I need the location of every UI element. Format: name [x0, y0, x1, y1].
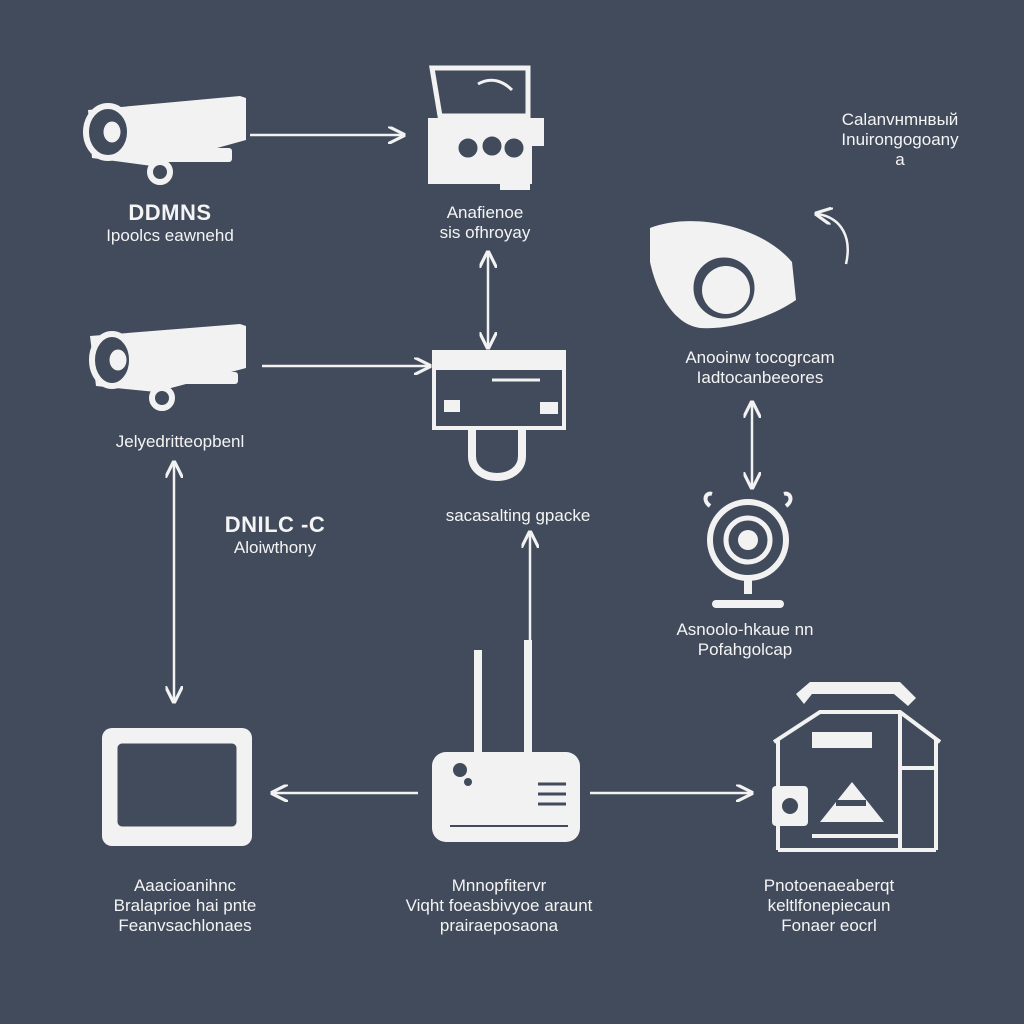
- label-top-hub: Anafienoe sis ofhroyay: [439, 203, 531, 243]
- label-dvr-camera: DDMNS Ipoolcs eawnehd: [70, 200, 270, 246]
- label-center-switch: sacasalting gpacke: [445, 506, 591, 525]
- dvr-title: DDMNS: [128, 200, 212, 225]
- network-switch-icon: [432, 350, 566, 481]
- label-house: Pnotoenaeaberqt keltlfonepiecaun Fonaer …: [763, 876, 895, 936]
- house-icon: [772, 682, 942, 852]
- label-dome-camera: Anooinw tocogrcam Iadtocanbeeores: [685, 348, 835, 388]
- note-top-right: Calanvнmнвый Inuirongogoany a: [841, 110, 959, 170]
- label-mid-camera: Jelyedritteopbenl: [115, 432, 245, 451]
- dome-camera-icon: [650, 221, 796, 329]
- label-monitor: Aaacioanihnc Bralaprioe hai pnte Feanvsa…: [113, 876, 257, 936]
- security-camera-icon: [83, 96, 246, 185]
- dnlc-title: DNILC -C: [224, 512, 326, 537]
- webcam-icon: [703, 491, 793, 608]
- curved-arrow-icon: [818, 214, 849, 265]
- label-webcam: Asnoolo-hkaue nn Pofahgolcap: [676, 620, 814, 660]
- security-camera-icon: [89, 324, 246, 411]
- label-router: Mnnopfitervr Viqht foeasbivyoe araunt pr…: [405, 876, 593, 936]
- monitor-icon: [102, 728, 252, 846]
- hub-device-icon: [428, 65, 544, 190]
- label-dnlc: DNILC -C Aloiwthony: [200, 512, 350, 558]
- connectors: [174, 135, 849, 793]
- router-icon: [432, 640, 580, 842]
